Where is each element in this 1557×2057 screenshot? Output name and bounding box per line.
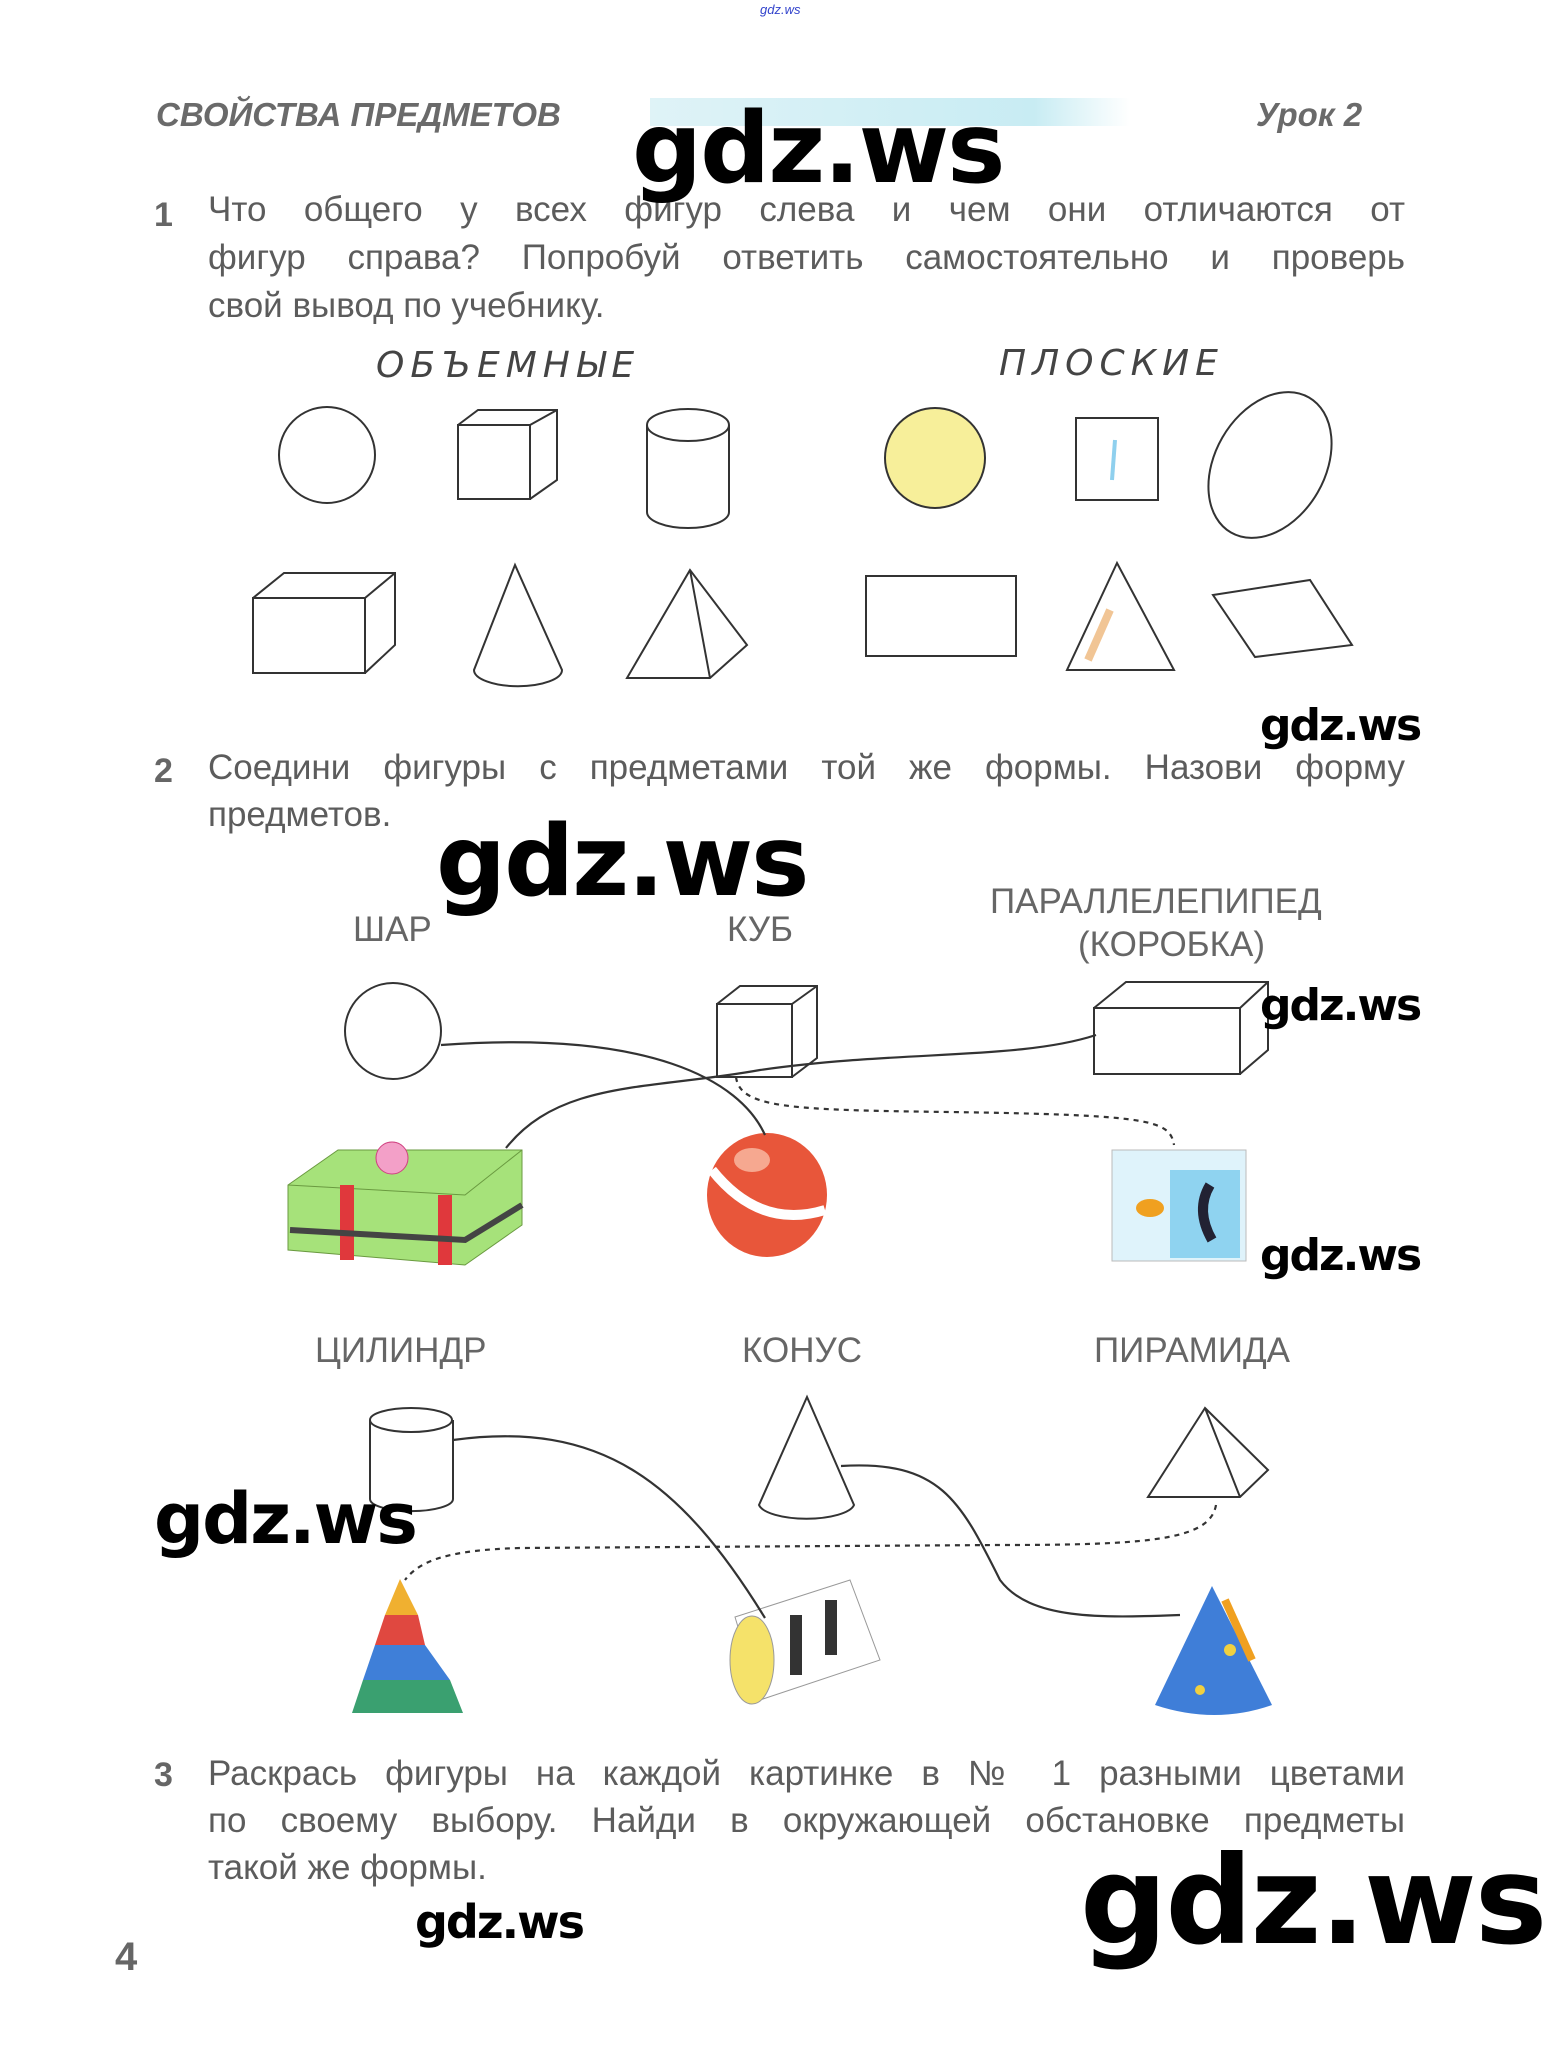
header-decoration-bar	[650, 98, 1130, 126]
triangle-flat-shape	[1065, 560, 1176, 671]
connection-cube-aquarium	[734, 1076, 1176, 1146]
connection-pyramid-toy	[404, 1504, 1218, 1581]
gift-box-picture	[287, 1141, 524, 1266]
handwritten-label-flat: ПЛОСКИЕ	[999, 343, 1224, 384]
cube-figure[interactable]	[716, 985, 818, 1078]
label-box: (КОРОБКА)	[1078, 925, 1266, 964]
task-number: 2	[154, 752, 173, 790]
label-parallelepiped: ПАРАЛЛЕЛЕПИПЕД	[990, 882, 1322, 921]
connection-cone-hat	[840, 1464, 1181, 1618]
task1-text-line: фигур справа? Попробуй ответить самостоя…	[208, 238, 1405, 277]
watermark: gdz.ws	[1260, 980, 1422, 1031]
cone-shape	[472, 562, 564, 688]
handwritten-label-volumetric: ОБЪЕМНЫЕ	[376, 345, 641, 386]
label-sphere: ШАР	[353, 910, 432, 949]
watermark: gdz.ws	[415, 1895, 585, 1949]
connection-sphere-ball	[440, 1041, 767, 1136]
rectangle-flat-shape	[865, 575, 1017, 657]
pyramid-shape	[625, 568, 749, 679]
task3-text-line: такой же формы.	[208, 1848, 487, 1887]
task1-text-line: Что общего у всех фигур слева и чем они …	[208, 190, 1405, 229]
ball-picture	[707, 1133, 827, 1257]
watermark: gdz.ws	[1260, 1230, 1422, 1281]
connection-cylinder-can	[452, 1435, 766, 1619]
cone-figure[interactable]	[757, 1394, 856, 1520]
square-flat-shape	[1075, 417, 1159, 501]
striped-can-picture	[729, 1579, 881, 1705]
task-number: 1	[154, 196, 173, 234]
label-pyramid: ПИРАМИДА	[1094, 1331, 1291, 1370]
task2-text-line: Соедини фигуры с предметами той же формы…	[208, 748, 1405, 787]
party-hat-picture	[1155, 1586, 1272, 1715]
oval-flat-shape	[1207, 391, 1333, 539]
watermark: gdz.ws	[154, 1478, 418, 1560]
sphere-shape	[278, 406, 376, 504]
blue-scribble	[1110, 439, 1117, 481]
toy-pyramid-picture	[352, 1579, 463, 1713]
top-watermark: gdz.ws	[760, 2, 801, 17]
cube-shape	[457, 409, 558, 500]
task3-text-line: по своему выбору. Найди в окружающей обс…	[208, 1801, 1405, 1840]
connection-box-gift	[505, 1033, 1097, 1149]
label-cylinder: ЦИЛИНДР	[315, 1331, 487, 1370]
watermark: gdz.ws	[632, 92, 1005, 206]
watermark: gdz.ws	[1260, 700, 1422, 751]
circle-flat-shape	[884, 407, 986, 509]
label-cube: КУБ	[727, 910, 793, 949]
lesson-label: Урок 2	[1256, 96, 1363, 133]
parallelepiped-figure[interactable]	[1093, 981, 1269, 1075]
rhombus-flat-shape	[1211, 578, 1354, 659]
cylinder-figure[interactable]	[369, 1407, 454, 1513]
pyramid-figure[interactable]	[1146, 1406, 1270, 1498]
watermark: gdz.ws	[436, 805, 809, 919]
cylinder-shape	[646, 408, 730, 529]
task3-text-line: Раскрась фигуры на каждой картинке в № 1…	[208, 1754, 1405, 1793]
section-title: СВОЙСТВА ПРЕДМЕТОВ	[156, 96, 561, 133]
label-cone: КОНУС	[742, 1331, 863, 1370]
page-number: 4	[115, 1935, 138, 1979]
sphere-figure[interactable]	[344, 982, 442, 1080]
aquarium-picture	[1111, 1149, 1247, 1262]
box-shape	[252, 572, 396, 674]
task1-text-line: свой вывод по учебнику.	[208, 286, 605, 325]
task2-text-line: предметов.	[208, 795, 392, 834]
task-number: 3	[154, 1756, 173, 1794]
watermark: gdz.ws	[1080, 1830, 1547, 1972]
